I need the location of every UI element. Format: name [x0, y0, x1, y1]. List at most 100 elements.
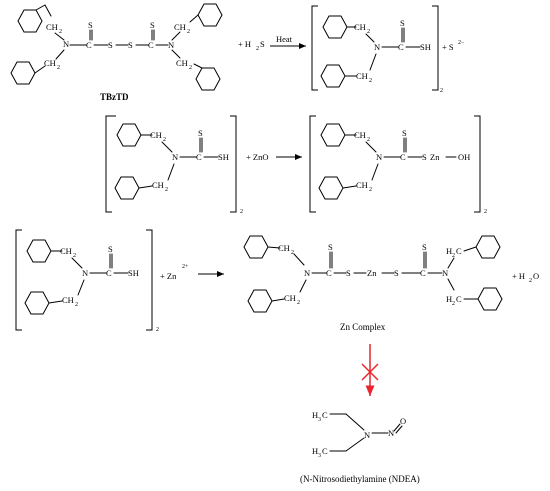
reagent-h2s: + H 2 S [238, 39, 265, 52]
left-bracket [15, 229, 22, 331]
svg-text:S: S [108, 244, 113, 254]
svg-text:C: C [420, 268, 426, 278]
svg-text:S: S [198, 128, 203, 138]
svg-text:2: 2 [369, 187, 372, 193]
reagent-zno: + ZnO [246, 152, 269, 162]
svg-text:H: H [312, 446, 318, 456]
tbztd-molecule: CH 2 N CH 2 C S S S C S N CH 2 CH 2 [10, 3, 223, 102]
benzene-ring [10, 61, 36, 85]
svg-text:2: 2 [165, 187, 168, 193]
nitrogen-label: N [82, 268, 88, 278]
benzene-ring [243, 235, 269, 259]
svg-text:2: 2 [187, 29, 190, 35]
ch2-label: CH [354, 22, 366, 32]
svg-text:C: C [86, 40, 92, 50]
svg-text:S: S [422, 152, 427, 162]
svg-text:+ H: + H [512, 271, 525, 281]
svg-text:S: S [422, 242, 427, 252]
svg-text:2: 2 [240, 209, 243, 215]
svg-text:S: S [400, 18, 405, 28]
nitrogen-label: N [172, 152, 178, 162]
benzene-ring [195, 67, 221, 91]
ch2-label: CH [60, 246, 72, 256]
cross-mark [361, 363, 379, 381]
svg-text:2: 2 [297, 300, 300, 306]
ch2-label: CH [354, 130, 366, 140]
left-bracket [105, 115, 116, 213]
svg-text:O: O [400, 416, 406, 426]
svg-text:S: S [394, 268, 399, 278]
benzene-ring [247, 289, 273, 313]
svg-text:C: C [398, 42, 404, 52]
svg-text:2: 2 [452, 253, 455, 259]
svg-text:2: 2 [291, 250, 294, 256]
svg-text:H: H [312, 410, 318, 420]
svg-text:2+: 2+ [182, 264, 189, 270]
ndea-molecule: H 3 C N H 3 C N O [312, 410, 406, 459]
svg-text:2: 2 [73, 253, 76, 259]
byproduct-water: + H 2 O [512, 271, 539, 284]
ch2-label: CH [62, 295, 74, 305]
svg-text:3: 3 [318, 417, 321, 423]
ch2-label: CH [152, 180, 164, 190]
benzene-ring [114, 176, 140, 200]
benzene-ring [24, 291, 50, 315]
zinc-hydroxy-dithiocarbamate-dimer: CH 2 N CH 2 C S S Zn OH 2 [309, 115, 487, 215]
svg-text:2: 2 [163, 137, 166, 143]
ch2-label: CH [278, 243, 290, 253]
benzene-ring [318, 176, 344, 200]
svg-text:C: C [148, 40, 154, 50]
benzene-ring [17, 9, 43, 33]
svg-text:2: 2 [529, 278, 532, 284]
svg-text:S: S [88, 20, 93, 30]
ch2-label: CH [44, 58, 56, 68]
svg-text:2: 2 [156, 327, 159, 333]
ch2-label: CH [46, 22, 58, 32]
benzene-ring [322, 15, 348, 39]
benzene-ring [477, 287, 503, 311]
tbztd-label: TBzTD [100, 92, 129, 102]
svg-text:2: 2 [369, 78, 372, 84]
svg-text:S: S [150, 20, 155, 30]
svg-text:S: S [402, 128, 407, 138]
svg-text:2: 2 [57, 65, 60, 71]
byproduct-sulfide: + S 2− [442, 40, 465, 52]
svg-text:2−: 2− [458, 40, 465, 46]
svg-text:2: 2 [59, 29, 62, 35]
benzene-ring [320, 123, 346, 147]
svg-text:2: 2 [367, 29, 370, 35]
svg-text:H: H [446, 246, 452, 256]
svg-text:SH: SH [218, 152, 229, 162]
svg-text:C: C [196, 152, 202, 162]
svg-text:2: 2 [189, 65, 192, 71]
ch2-label: CH [356, 71, 368, 81]
svg-text:O: O [533, 271, 539, 281]
svg-text:C: C [400, 152, 406, 162]
benzene-ring [475, 235, 501, 259]
zn-complex: CH 2 N CH 2 C S S Zn S C S N H 2 C H [243, 235, 503, 313]
nitrogen-label: N [376, 152, 382, 162]
svg-text:2: 2 [256, 46, 259, 52]
ch2-label: CH [150, 130, 162, 140]
svg-text:2: 2 [452, 301, 455, 307]
svg-text:C: C [326, 268, 332, 278]
svg-text:+ S: + S [442, 42, 454, 52]
zinc-label: Zn [367, 268, 377, 278]
benzene-ring [197, 3, 223, 27]
left-bracket [309, 115, 316, 213]
svg-text:S: S [328, 242, 333, 252]
nitrogen-label: N [388, 428, 394, 438]
svg-text:C: C [106, 268, 112, 278]
svg-text:H: H [446, 294, 452, 304]
reagent-zinc-ion: + Zn 2+ [160, 264, 189, 281]
nitrogen-label: N [374, 42, 380, 52]
dithiocarbamic-acid-dimer: CH 2 N CH 2 C S SH 2 [311, 5, 443, 94]
condition-heat: Heat [276, 34, 293, 44]
svg-text:S: S [128, 40, 133, 50]
svg-text:S: S [108, 40, 113, 50]
benzene-ring [26, 239, 52, 263]
svg-text:+ Zn: + Zn [160, 271, 177, 281]
ch2-label: CH [176, 58, 188, 68]
zn-complex-label: Zn Complex [340, 322, 386, 332]
svg-text:2: 2 [484, 209, 487, 215]
